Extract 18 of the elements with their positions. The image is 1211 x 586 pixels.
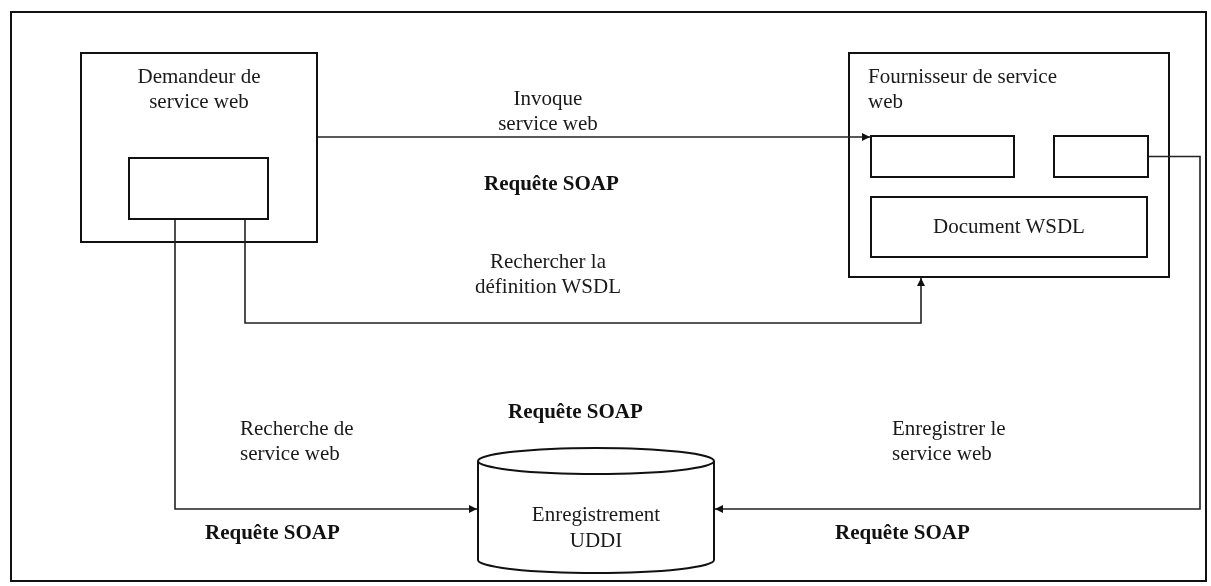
protocol-label: Requête SOAP [205, 520, 340, 545]
node-label: Fournisseur de service web [868, 64, 1058, 115]
empty-box [128, 157, 269, 220]
arrow [174, 219, 478, 513]
component-box [870, 196, 1148, 258]
empty-box [870, 135, 1015, 178]
node-label: Enregistrement UDDI [530, 502, 662, 553]
protocol-label: Requête SOAP [508, 399, 643, 424]
arrow [317, 133, 871, 141]
protocol-label: Requête SOAP [484, 171, 619, 196]
empty-box [1053, 135, 1149, 178]
component-box [848, 52, 1170, 278]
node-label: Demandeur de service web [136, 64, 262, 115]
component-box [80, 52, 318, 243]
protocol-label: Requête SOAP [835, 520, 970, 545]
arrow [714, 155, 1201, 513]
node-label: Document WSDL [933, 214, 1085, 240]
arrow [244, 219, 925, 324]
